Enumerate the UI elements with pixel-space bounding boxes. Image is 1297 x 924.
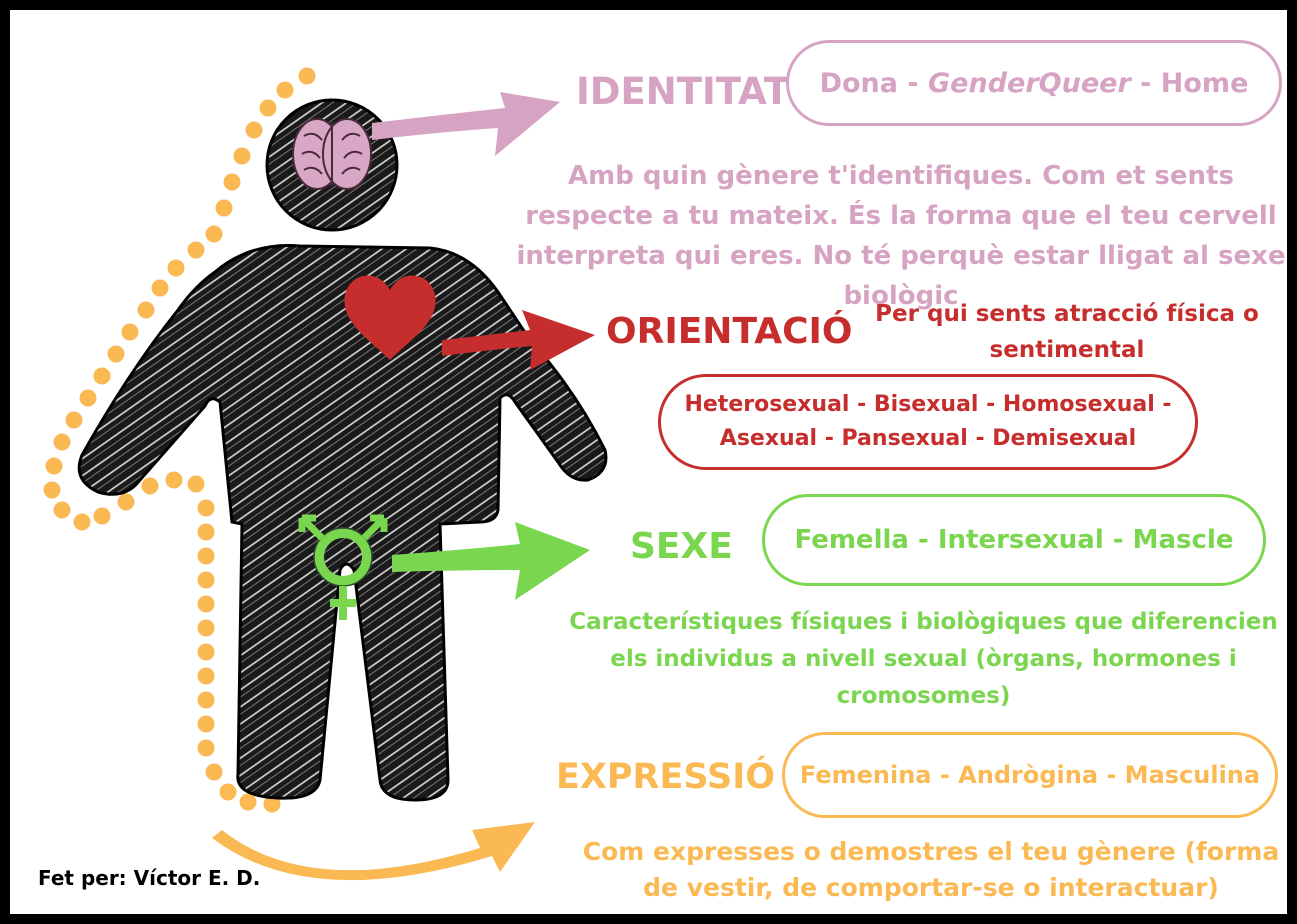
outline-dot <box>259 99 277 117</box>
outline-dot <box>223 173 241 191</box>
outline-dot <box>197 691 215 709</box>
sexe-options-pill: Femella - Intersexual - Mascle <box>762 494 1266 586</box>
credit-label: Fet per: Víctor E. D. <box>38 866 261 890</box>
outline-dot <box>137 301 155 319</box>
orientacio-description: Per qui sents atracció física o sentimen… <box>875 301 1259 363</box>
illustration-layer <box>43 67 608 881</box>
outline-dot <box>187 475 205 493</box>
expressio-options-pill: Femenina - Andrògina - Masculina <box>782 732 1278 818</box>
orientacio-options-pill: Heterosexual - Bisexual - Homosexual - A… <box>658 374 1198 470</box>
outline-dot <box>298 67 316 85</box>
outline-dot <box>197 523 215 541</box>
outline-dot <box>197 643 215 661</box>
outline-dot <box>197 547 215 565</box>
outline-dot <box>53 501 71 519</box>
outline-dot <box>107 345 125 363</box>
outline-dot <box>65 411 83 429</box>
outline-dot <box>53 433 71 451</box>
identitat-options-pill: Dona - GenderQueer - Home <box>786 40 1282 126</box>
brain-icon <box>292 118 372 190</box>
identitat-title: IDENTITAT <box>576 70 790 113</box>
figure-body <box>77 244 608 802</box>
outline-dot <box>276 81 294 99</box>
identitat-description: Amb quin gènere t'identifiques. Com et s… <box>516 161 1286 311</box>
outline-dot <box>197 595 215 613</box>
outline-dot <box>197 619 215 637</box>
outline-dot <box>245 121 263 139</box>
sex-arrow <box>392 522 590 600</box>
heart-icon <box>344 275 436 360</box>
outline-dot <box>167 259 185 277</box>
outline-dot <box>43 481 61 499</box>
outline-dot <box>117 493 135 511</box>
identitat-option-genderqueer: GenderQueer <box>928 67 1131 99</box>
outline-dot <box>233 147 251 165</box>
outline-dot <box>187 241 205 259</box>
orientacio-title: ORIENTACIÓ <box>606 311 853 352</box>
outline-dot <box>165 471 183 489</box>
outline-dot <box>219 783 237 801</box>
expressio-options: Femenina - Andrògina - Masculina <box>799 761 1261 789</box>
orientacio-options: Heterosexual - Bisexual - Homosexual - A… <box>684 392 1172 451</box>
transgender-symbol-icon <box>298 514 388 620</box>
outline-dot <box>239 793 257 811</box>
sexe-title: SEXE <box>630 526 733 567</box>
outline-dot <box>141 477 159 495</box>
expression-dotted-outline <box>43 67 316 813</box>
outline-dot <box>197 667 215 685</box>
outline-dot <box>205 225 223 243</box>
orientation-arrow <box>442 310 595 370</box>
outline-dot <box>197 715 215 733</box>
identity-arrow <box>372 92 560 156</box>
outline-dot <box>205 763 223 781</box>
identitat-options: Dona - GenderQueer - Home <box>820 68 1249 99</box>
outline-dot <box>197 499 215 517</box>
outline-dot <box>93 367 111 385</box>
sexe-options: Femella - Intersexual - Mascle <box>794 525 1234 555</box>
expression-arrow <box>212 822 535 881</box>
identitat-option-home: - Home <box>1130 67 1249 99</box>
outline-dot <box>263 795 281 813</box>
expressio-title: EXPRESSIÓ <box>556 757 776 797</box>
outline-dot <box>215 199 233 217</box>
outline-dot <box>151 279 169 297</box>
outline-dot <box>197 571 215 589</box>
outline-dot <box>121 323 139 341</box>
outline-dot <box>79 389 97 407</box>
outline-dot <box>73 513 91 531</box>
outline-dot <box>93 507 111 525</box>
outline-dot <box>197 739 215 757</box>
identitat-option-dona: Dona - <box>819 67 929 99</box>
sexe-description: Característiques físiques i biològiques … <box>569 609 1278 709</box>
expressio-description: Com expresses o demostres el teu gènere … <box>582 837 1280 902</box>
outline-dot <box>45 457 63 475</box>
